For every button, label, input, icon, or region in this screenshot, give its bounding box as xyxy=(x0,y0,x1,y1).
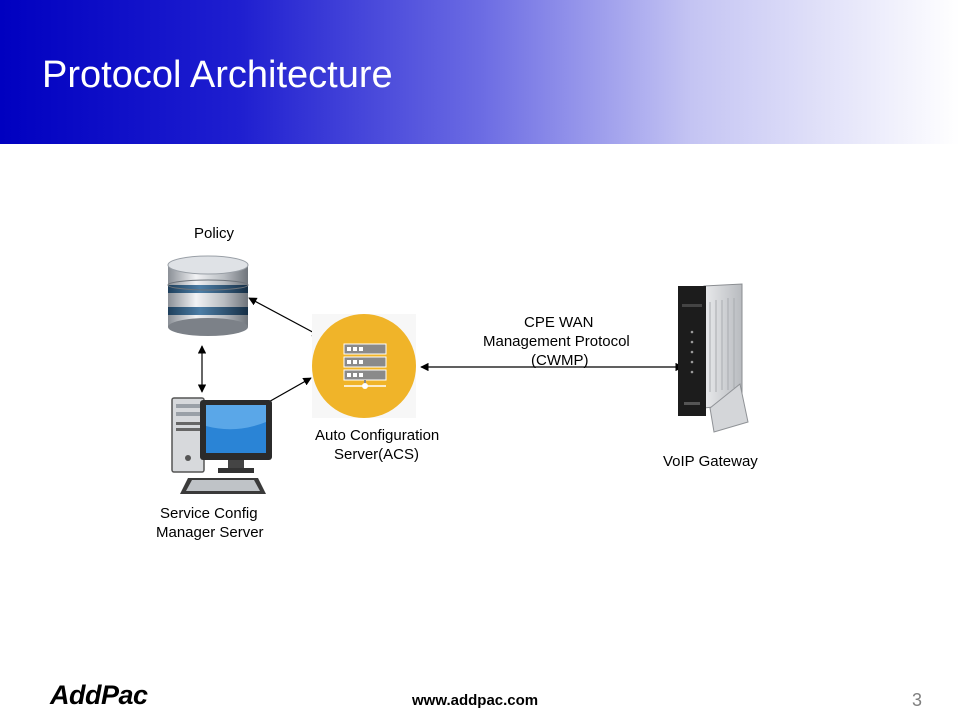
policy-label: Policy xyxy=(194,225,235,242)
addpac-logo: AddPac xyxy=(50,680,148,710)
desktop-computer-icon xyxy=(166,392,276,505)
database-icon xyxy=(165,255,251,345)
server-rack-icon xyxy=(312,314,416,423)
scms-label-line1: Service Config xyxy=(160,505,258,522)
cwmp-label-line2: Management Protocol xyxy=(483,333,630,350)
cwmp-label-line3: (CWMP) xyxy=(531,352,589,369)
gateway-label: VoIP Gateway xyxy=(663,453,758,470)
page-number: 3 xyxy=(912,690,923,710)
acs-label-line2: Server(ACS) xyxy=(334,446,420,463)
edge-policy-acs xyxy=(248,297,321,337)
footer-url[interactable]: www.addpac.com xyxy=(412,692,539,709)
scms-label-line2: Manager Server xyxy=(156,524,264,541)
cwmp-label-line1: CPE WAN xyxy=(524,314,594,331)
acs-label-line1: Auto Configuration xyxy=(315,427,440,444)
slide-title: Protocol Architecture xyxy=(42,54,393,96)
voip-gateway-device-icon xyxy=(670,282,754,442)
title-banner xyxy=(0,0,960,144)
